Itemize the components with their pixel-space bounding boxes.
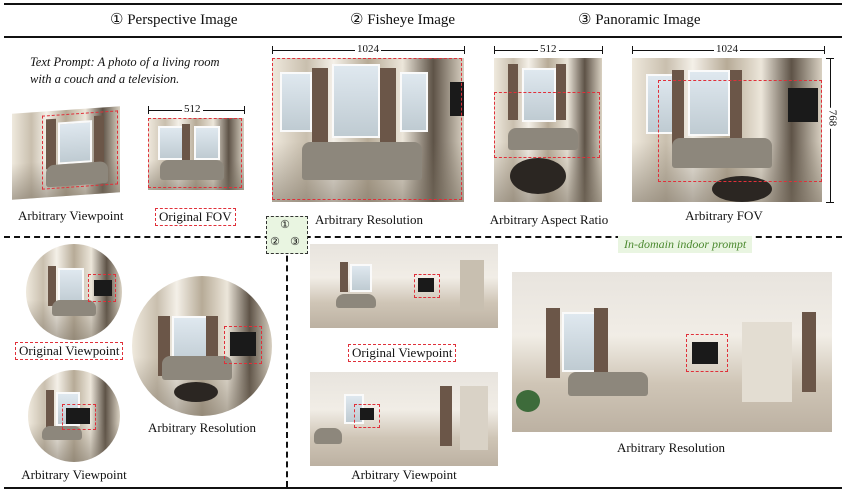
dimension-tick bbox=[148, 106, 149, 114]
dimension-tick bbox=[464, 46, 465, 54]
legend-box: ① ② ③ bbox=[266, 216, 308, 254]
dimension-label-1024b: 1024 bbox=[714, 43, 740, 55]
dimension-label-512b: 512 bbox=[538, 43, 559, 55]
caption-pano-original-viewpoint: Original Viewpoint bbox=[348, 344, 457, 362]
dimension-line-768 bbox=[830, 58, 831, 202]
section-divider bbox=[4, 236, 842, 238]
dimension-label-1024: 1024 bbox=[355, 43, 381, 55]
dimension-tick bbox=[826, 58, 834, 59]
header-fisheye: ② Fisheye Image bbox=[350, 12, 456, 28]
dimension-tick bbox=[494, 46, 495, 54]
caption-pano-arbitrary-resolution: Arbitrary Resolution bbox=[617, 440, 725, 455]
caption-pano-arbitrary-viewpoint: Arbitrary Viewpoint bbox=[351, 467, 457, 482]
pano-arbitrary-resolution-image bbox=[512, 272, 832, 432]
caption-fisheye-arbitrary-resolution: Arbitrary Resolution bbox=[148, 420, 256, 435]
dimension-label-768: 768 bbox=[826, 107, 839, 129]
caption-arbitrary-viewpoint: Arbitrary Viewpoint bbox=[18, 208, 124, 223]
header-rule bbox=[4, 36, 842, 38]
fisheye-arbitrary-resolution-image bbox=[132, 276, 272, 416]
caption-fisheye-arbitrary-viewpoint: Arbitrary Viewpoint bbox=[21, 467, 127, 482]
caption-arbitrary-resolution: Arbitrary Resolution bbox=[315, 212, 423, 227]
legend-mark-three: ③ bbox=[290, 235, 300, 248]
arbitrary-fov-image bbox=[632, 58, 822, 202]
caption-arbitrary-fov: Arbitrary FOV bbox=[685, 208, 763, 223]
legend-mark-two: ② bbox=[270, 235, 280, 248]
fisheye-original-viewpoint-image bbox=[26, 244, 122, 340]
top-rule bbox=[4, 3, 842, 5]
dimension-tick bbox=[602, 46, 603, 54]
arbitrary-resolution-image bbox=[272, 58, 464, 202]
caption-original-fov: Original FOV bbox=[155, 208, 236, 226]
arbitrary-aspect-ratio-image bbox=[494, 58, 602, 202]
header-panoramic: ③ Panoramic Image bbox=[578, 12, 701, 28]
fisheye-arbitrary-viewpoint-image bbox=[28, 370, 120, 462]
bottom-rule bbox=[4, 487, 842, 489]
caption-arbitrary-aspect-ratio: Arbitrary Aspect Ratio bbox=[489, 212, 609, 227]
dimension-tick bbox=[272, 46, 273, 54]
dimension-tick bbox=[632, 46, 633, 54]
perspective-arbitrary-viewpoint-image bbox=[12, 106, 120, 200]
header-perspective: ① Perspective Image bbox=[110, 12, 238, 28]
dimension-tick bbox=[826, 202, 834, 203]
column-divider bbox=[286, 236, 288, 487]
text-prompt: Text Prompt: A photo of a living room wi… bbox=[30, 55, 220, 86]
dimension-tick bbox=[824, 46, 825, 54]
indomain-prompt-label: In-domain indoor prompt bbox=[618, 236, 753, 253]
caption-fisheye-original-viewpoint: Original Viewpoint bbox=[15, 342, 124, 360]
pano-original-viewpoint-image bbox=[310, 244, 498, 328]
original-fov-image bbox=[148, 118, 244, 190]
pano-arbitrary-viewpoint-image bbox=[310, 372, 498, 466]
dimension-label-512: 512 bbox=[182, 103, 203, 115]
legend-mark-one: ① bbox=[280, 218, 290, 231]
dimension-tick bbox=[244, 106, 245, 114]
